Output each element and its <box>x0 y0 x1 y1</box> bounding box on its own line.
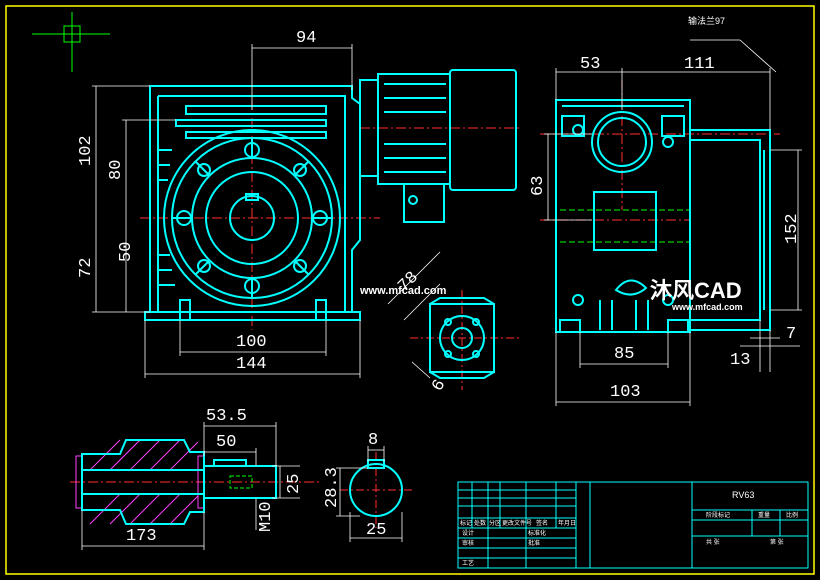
tb-header-0: 标记 <box>460 519 472 527</box>
dim-shaft-50: 50 <box>216 433 236 452</box>
watermark: www.mfcad.com 沐风CAD www.mfcad.com <box>359 278 743 312</box>
tb-left-row-0: 设计 <box>462 529 474 537</box>
tb-right-header-2: 比例 <box>786 511 798 519</box>
title-block: RV63 标记 处数 分区 更改文件号 签名 年月日 设计 审核 工艺 标准化 … <box>457 481 809 569</box>
dim-shaft-25: 25 <box>285 474 304 494</box>
dim-side-111: 111 <box>684 55 715 74</box>
flange-detail: 78 6 <box>387 251 520 395</box>
tb-right-header-0: 阶段标记 <box>706 511 730 519</box>
dim-key-8: 8 <box>368 431 378 450</box>
side-view: 53 111 63 152 7 13 85 103 输法兰97 <box>529 15 802 406</box>
dim-side-53: 53 <box>580 55 600 74</box>
key-section-view: 8 28.3 25 <box>323 431 412 542</box>
tb-mid-row-0: 标准化 <box>528 529 546 537</box>
dim-side-103: 103 <box>610 383 641 402</box>
tb-footer-0: 共 张 <box>706 538 720 546</box>
dim-side-7: 7 <box>786 325 796 344</box>
shaft-view: 53.5 50 25 M10 173 <box>70 407 320 550</box>
tb-left-row-1: 审核 <box>462 539 474 547</box>
shaft-hatch <box>75 439 205 525</box>
watermark-url-left: www.mfcad.com <box>359 285 447 297</box>
dim-side-63: 63 <box>529 176 548 196</box>
tb-footer-1: 第 张 <box>770 538 784 546</box>
drawing-border <box>5 5 815 575</box>
dim-front-50: 50 <box>117 242 136 262</box>
flange-note-prefix: 输 <box>688 15 697 26</box>
dim-side-85: 85 <box>614 345 634 364</box>
dim-shaft-53-5: 53.5 <box>206 407 247 426</box>
dim-front-80: 80 <box>107 160 126 180</box>
tb-header-1: 处数 <box>474 519 486 527</box>
dim-front-72: 72 <box>77 258 96 278</box>
ucs-crosshair-icon <box>32 12 110 72</box>
flange-note: 输法兰97 <box>688 15 725 26</box>
dim-front-144: 144 <box>236 355 267 374</box>
dim-side-13: 13 <box>730 351 750 370</box>
tb-header-5: 年月日 <box>558 519 576 527</box>
tb-header-2: 分区 <box>489 519 501 527</box>
tb-header-3: 更改文件号 <box>502 519 532 527</box>
flange-note-text: 法兰97 <box>697 15 725 26</box>
tb-mid-row-1: 批准 <box>528 539 540 547</box>
gearbox-housing-outline <box>144 85 361 321</box>
dim-shaft-173: 173 <box>126 527 157 546</box>
dim-front-94: 94 <box>296 29 316 48</box>
dim-key-28-3: 28.3 <box>323 467 342 508</box>
tb-left-row-2: 工艺 <box>462 559 474 567</box>
dim-front-100: 100 <box>236 333 267 352</box>
tb-header-4: 签名 <box>536 519 548 527</box>
tb-right-header-1: 重量 <box>758 511 770 519</box>
motor-outline <box>359 69 517 223</box>
watermark-url-small: www.mfcad.com <box>671 302 743 312</box>
dim-flange-6: 6 <box>429 377 451 395</box>
dim-front-102: 102 <box>77 135 96 166</box>
dim-shaft-m10: M10 <box>257 501 276 532</box>
title-block-name: RV63 <box>732 490 754 500</box>
dim-side-152: 152 <box>783 213 802 244</box>
watermark-main: 沐风CAD <box>650 278 742 303</box>
watermark-logo-icon <box>614 279 648 296</box>
dim-key-25: 25 <box>366 521 386 540</box>
front-view: 94 102 80 50 72 100 144 <box>77 29 520 378</box>
